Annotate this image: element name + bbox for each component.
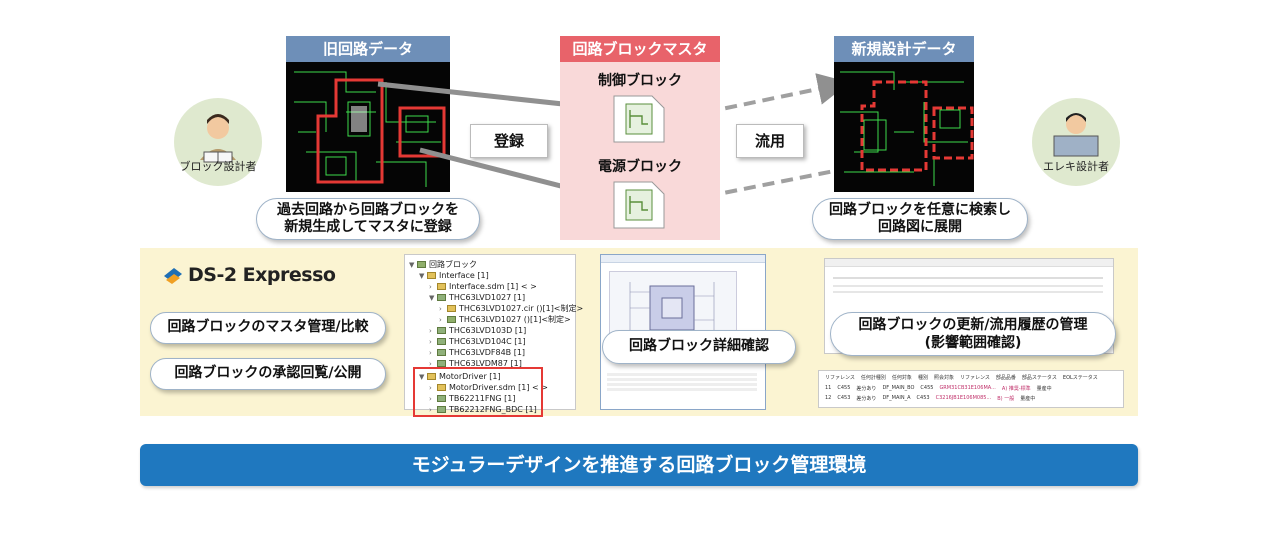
callout-right-line2: 回路図に展開: [878, 219, 962, 235]
tree-item[interactable]: ▼回路ブロック: [409, 260, 477, 269]
tree-item[interactable]: ›TB62211FNG [1]: [429, 394, 516, 403]
tree-item[interactable]: ›THC63LVD104C [1]: [429, 337, 526, 346]
callout-right: 回路ブロックを任意に検索し 回路図に展開: [812, 198, 1028, 240]
block-icon: [437, 406, 446, 413]
block-icon: [437, 395, 446, 402]
block-icon: [437, 349, 446, 356]
person-laptop-icon: [1053, 113, 1099, 157]
person-reading-icon: [200, 114, 236, 163]
control-block-label: 制御ブロック: [598, 73, 682, 89]
control-block-doc-icon[interactable]: [612, 94, 666, 144]
block-master-panel: 回路ブロックマスタ 制御ブロック 電源ブロック: [560, 36, 720, 240]
callout-right-line1: 回路ブロックを任意に検索し: [829, 202, 1011, 218]
folder-icon: [427, 272, 436, 279]
feature-history-line1: 回路ブロックの更新/流用履歴の管理: [858, 317, 1088, 333]
product-logo: DS-2 Expresso: [162, 262, 336, 288]
expresso-logo-icon: [164, 268, 182, 284]
block-icon: [437, 338, 446, 345]
history-table: リファレンス 任何計種別 任何対象 種別 照会対象 リファレンス 部品品番 部品…: [818, 370, 1124, 408]
block-master-header: 回路ブロックマスタ: [560, 36, 720, 62]
folder-icon: [417, 261, 426, 268]
tree-item[interactable]: ›THC63LVD103D [1]: [429, 326, 527, 335]
table-row[interactable]: 11 C455 差分あり DF_MAIN_BO C455 GRM31CB31E1…: [825, 385, 1052, 392]
product-name: DS-2 Expresso: [188, 264, 336, 286]
tree-item[interactable]: ▼MotorDriver [1]: [419, 372, 501, 381]
tree-item[interactable]: ›MotorDriver.sdm [1] < >: [429, 383, 548, 392]
callout-left: 過去回路から回路ブロックを 新規生成してマスタに登録: [256, 198, 480, 240]
power-block-doc-icon[interactable]: [612, 180, 666, 230]
new-design-schematic: [834, 62, 974, 192]
bottom-banner: モジュラーデザインを推進する回路ブロック管理環境: [140, 444, 1138, 486]
tree-item[interactable]: ›TB62212FNG_BDC [1]: [429, 405, 537, 414]
folder-icon: [427, 373, 436, 380]
new-design-header: 新規設計データ: [834, 36, 974, 62]
module-icon: [437, 283, 446, 290]
old-circuit-schematic: [286, 62, 450, 192]
tree-item[interactable]: ›THC63LVD1027 ()[1]<制定>: [439, 315, 571, 324]
tree-item[interactable]: ›THC63LVDM87 [1]: [429, 359, 522, 368]
feature-detail-check: 回路ブロック詳細確認: [602, 330, 796, 364]
tree-item[interactable]: ›THC63LVD1027.cir ()[1]<制定>: [439, 304, 584, 313]
tree-item[interactable]: ›THC63LVDF84B [1]: [429, 348, 526, 357]
electrical-designer-avatar: エレキ設計者: [1032, 98, 1120, 186]
block-icon: [437, 294, 446, 301]
block-icon: [437, 360, 446, 367]
tree-item[interactable]: ▼THC63LVD1027 [1]: [429, 293, 526, 302]
feature-master-compare: 回路ブロックのマスタ管理/比較: [150, 312, 386, 344]
table-row[interactable]: 12 C453 差分あり DF_MAIN_A C453 C3216JB1E106…: [825, 395, 1036, 402]
person-caption-left: ブロック設計者: [179, 160, 257, 173]
block-tree-view: ▼回路ブロック ▼Interface [1] ›Interface.sdm [1…: [404, 254, 583, 417]
tree-item[interactable]: ›Interface.sdm [1] < >: [429, 282, 537, 291]
register-button[interactable]: 登録: [470, 124, 548, 158]
callout-left-line2: 新規生成してマスタに登録: [284, 219, 452, 235]
expresso-panel: DS-2 Expresso 回路ブロックのマスタ管理/比較 回路ブロックの承認回…: [140, 248, 1138, 417]
module-icon: [437, 384, 446, 391]
person-caption-right: エレキ設計者: [1043, 160, 1109, 173]
block-designer-avatar: ブロック設計者: [174, 98, 262, 186]
block-icon: [437, 327, 446, 334]
circuit-icon: [447, 305, 456, 312]
feature-history-management: 回路ブロックの更新/流用履歴の管理 (影響範囲確認): [830, 312, 1116, 356]
tree-item[interactable]: ▼Interface [1]: [419, 271, 489, 280]
motordriver-highlight: [413, 367, 543, 417]
circuit-icon: [447, 316, 456, 323]
feature-approval-publish: 回路ブロックの承認回覧/公開: [150, 358, 386, 390]
feature-history-line2: (影響範囲確認): [924, 335, 1022, 351]
reuse-button[interactable]: 流用: [736, 124, 804, 158]
power-block-label: 電源ブロック: [598, 159, 682, 175]
block-detail-window: [600, 254, 766, 410]
old-circuit-header: 旧回路データ: [286, 36, 450, 62]
callout-left-line1: 過去回路から回路ブロックを: [277, 202, 459, 218]
